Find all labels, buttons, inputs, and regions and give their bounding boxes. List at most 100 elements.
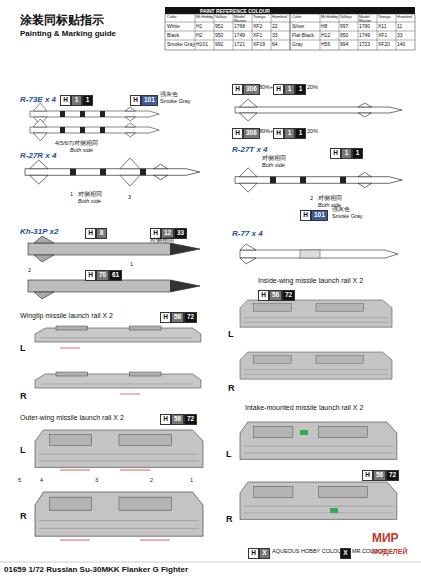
callout-text: 对侧相同 — [318, 196, 342, 202]
table-cell: Tamiya — [378, 15, 396, 19]
table-cell: 1721 — [234, 42, 245, 47]
page-title: 涂装同标贴指示 — [20, 14, 104, 26]
table-cell: XF1 — [378, 33, 387, 38]
color-code: H — [160, 414, 171, 425]
color-code: H — [300, 210, 311, 221]
callout-text: Both side — [70, 148, 93, 154]
color-code: 101 — [141, 95, 158, 106]
color-code: 12 — [161, 228, 174, 239]
caption: 01659 1/72 Russian Su-30MKK Flanker G Fi… — [4, 566, 188, 574]
table-cell: 1723 — [359, 42, 370, 47]
color-code: H — [232, 84, 243, 95]
table-cell: Gray — [292, 42, 303, 47]
color-code: 1 — [341, 148, 352, 159]
table-cell: 11 — [397, 24, 402, 29]
callout-text: 20% — [307, 85, 318, 91]
callout-text: 2 — [150, 478, 153, 484]
table-cell: Humbrol — [397, 15, 415, 19]
color-code: 1 — [284, 128, 295, 139]
callout-text: R — [228, 384, 235, 393]
callout-text: 5 — [18, 478, 21, 484]
watermark: МИР — [372, 532, 399, 544]
color-code: H — [273, 128, 284, 139]
table-cell: XF20 — [378, 42, 390, 47]
table-cell: Vallejo — [215, 15, 233, 19]
color-code: 72 — [386, 470, 399, 481]
callout-text: Painting & Marking guide — [20, 30, 116, 38]
callout-text: Both side — [78, 199, 101, 205]
color-code: H — [150, 228, 161, 239]
table-cell: H12 — [321, 33, 330, 38]
color-code: H — [362, 470, 373, 481]
table-cell: Silver — [292, 24, 305, 29]
color-code: 70 — [96, 270, 109, 281]
table-cell: 950 — [340, 33, 348, 38]
table-cell: Color — [292, 15, 310, 19]
color-code: 1 — [295, 128, 306, 139]
table-cell: 1749 — [234, 33, 245, 38]
callout-text: 2 — [28, 268, 31, 274]
color-code: 306 — [243, 128, 260, 139]
table-cell: Mr.Hobby — [196, 15, 214, 19]
callout-text: L — [226, 450, 232, 459]
callout-text: R — [20, 512, 27, 521]
table-cell: PAINT REFERENCE COLOUR — [200, 9, 270, 14]
callout-text: 3 — [95, 478, 98, 484]
table-cell: XF1 — [253, 33, 262, 38]
color-code: X — [259, 548, 270, 559]
color-code: H — [258, 290, 269, 301]
table-cell: 1768 — [234, 24, 245, 29]
table-cell: 1790 — [359, 24, 370, 29]
color-code: 33 — [174, 228, 187, 239]
callout-text: 对侧相同 — [150, 238, 174, 244]
callout-text: Intake-mounted missile launch rail X 2 — [245, 404, 363, 411]
callout-text: 强灰色 — [160, 92, 178, 98]
table-cell: 992 — [215, 42, 223, 47]
color-code: H — [273, 84, 284, 95]
table-cell: 140 — [397, 42, 405, 47]
callout-text: Inside-wing missile launch rail X 2 — [258, 277, 363, 284]
color-code: H — [232, 128, 243, 139]
part-name: R-77 x 4 — [232, 230, 263, 238]
table-cell: H101 — [196, 42, 208, 47]
color-code: H — [330, 148, 341, 159]
table-cell: H1 — [196, 24, 202, 29]
table-cell: Flat Black — [292, 33, 314, 38]
color-code: 101 — [311, 210, 328, 221]
table-cell: 33 — [397, 33, 403, 38]
table-cell: XF19 — [253, 42, 265, 47]
table-cell: X11 — [378, 24, 387, 29]
callout-text: 3 — [128, 195, 131, 201]
callout-text: Wingtip missile launch rail X 2 — [20, 312, 113, 319]
color-code: 1 — [71, 95, 82, 106]
table-cell: 64 — [272, 42, 278, 47]
callout-text: 4 — [40, 478, 43, 484]
color-code: 56 — [171, 312, 184, 323]
callout-text: 80%+ — [259, 85, 273, 91]
color-code: 1 — [82, 95, 93, 106]
callout-text: 对侧相同 — [262, 156, 286, 162]
part-name: R-27T x 4 — [232, 146, 268, 154]
table-cell: Model Master — [234, 15, 252, 23]
table-cell: Tamiya — [253, 15, 271, 19]
color-code: 61 — [109, 270, 122, 281]
color-code: 56 — [373, 470, 386, 481]
table-cell: Vallejo — [340, 15, 358, 19]
color-code: H — [60, 95, 71, 106]
callout-text: 4(5/6/7)对侧相同 — [55, 141, 98, 147]
callout-text: R — [226, 515, 233, 524]
table-cell: 951 — [215, 24, 223, 29]
color-code: X — [340, 548, 351, 559]
part-name: Kh-31P x2 — [20, 228, 58, 236]
table-cell: 22 — [272, 24, 278, 29]
callout-text: 强灰色 — [332, 207, 350, 213]
callout-text: 2 — [310, 196, 313, 202]
table-cell: 997 — [340, 24, 348, 29]
color-code: 72 — [184, 312, 197, 323]
callout-text: Outer-wing missile launch rail X 2 — [20, 414, 124, 421]
color-code: H — [248, 548, 259, 559]
table-cell: XF2 — [253, 24, 262, 29]
color-code: 56 — [171, 414, 184, 425]
table-cell: 1749 — [359, 33, 370, 38]
table-cell: Black — [167, 33, 179, 38]
